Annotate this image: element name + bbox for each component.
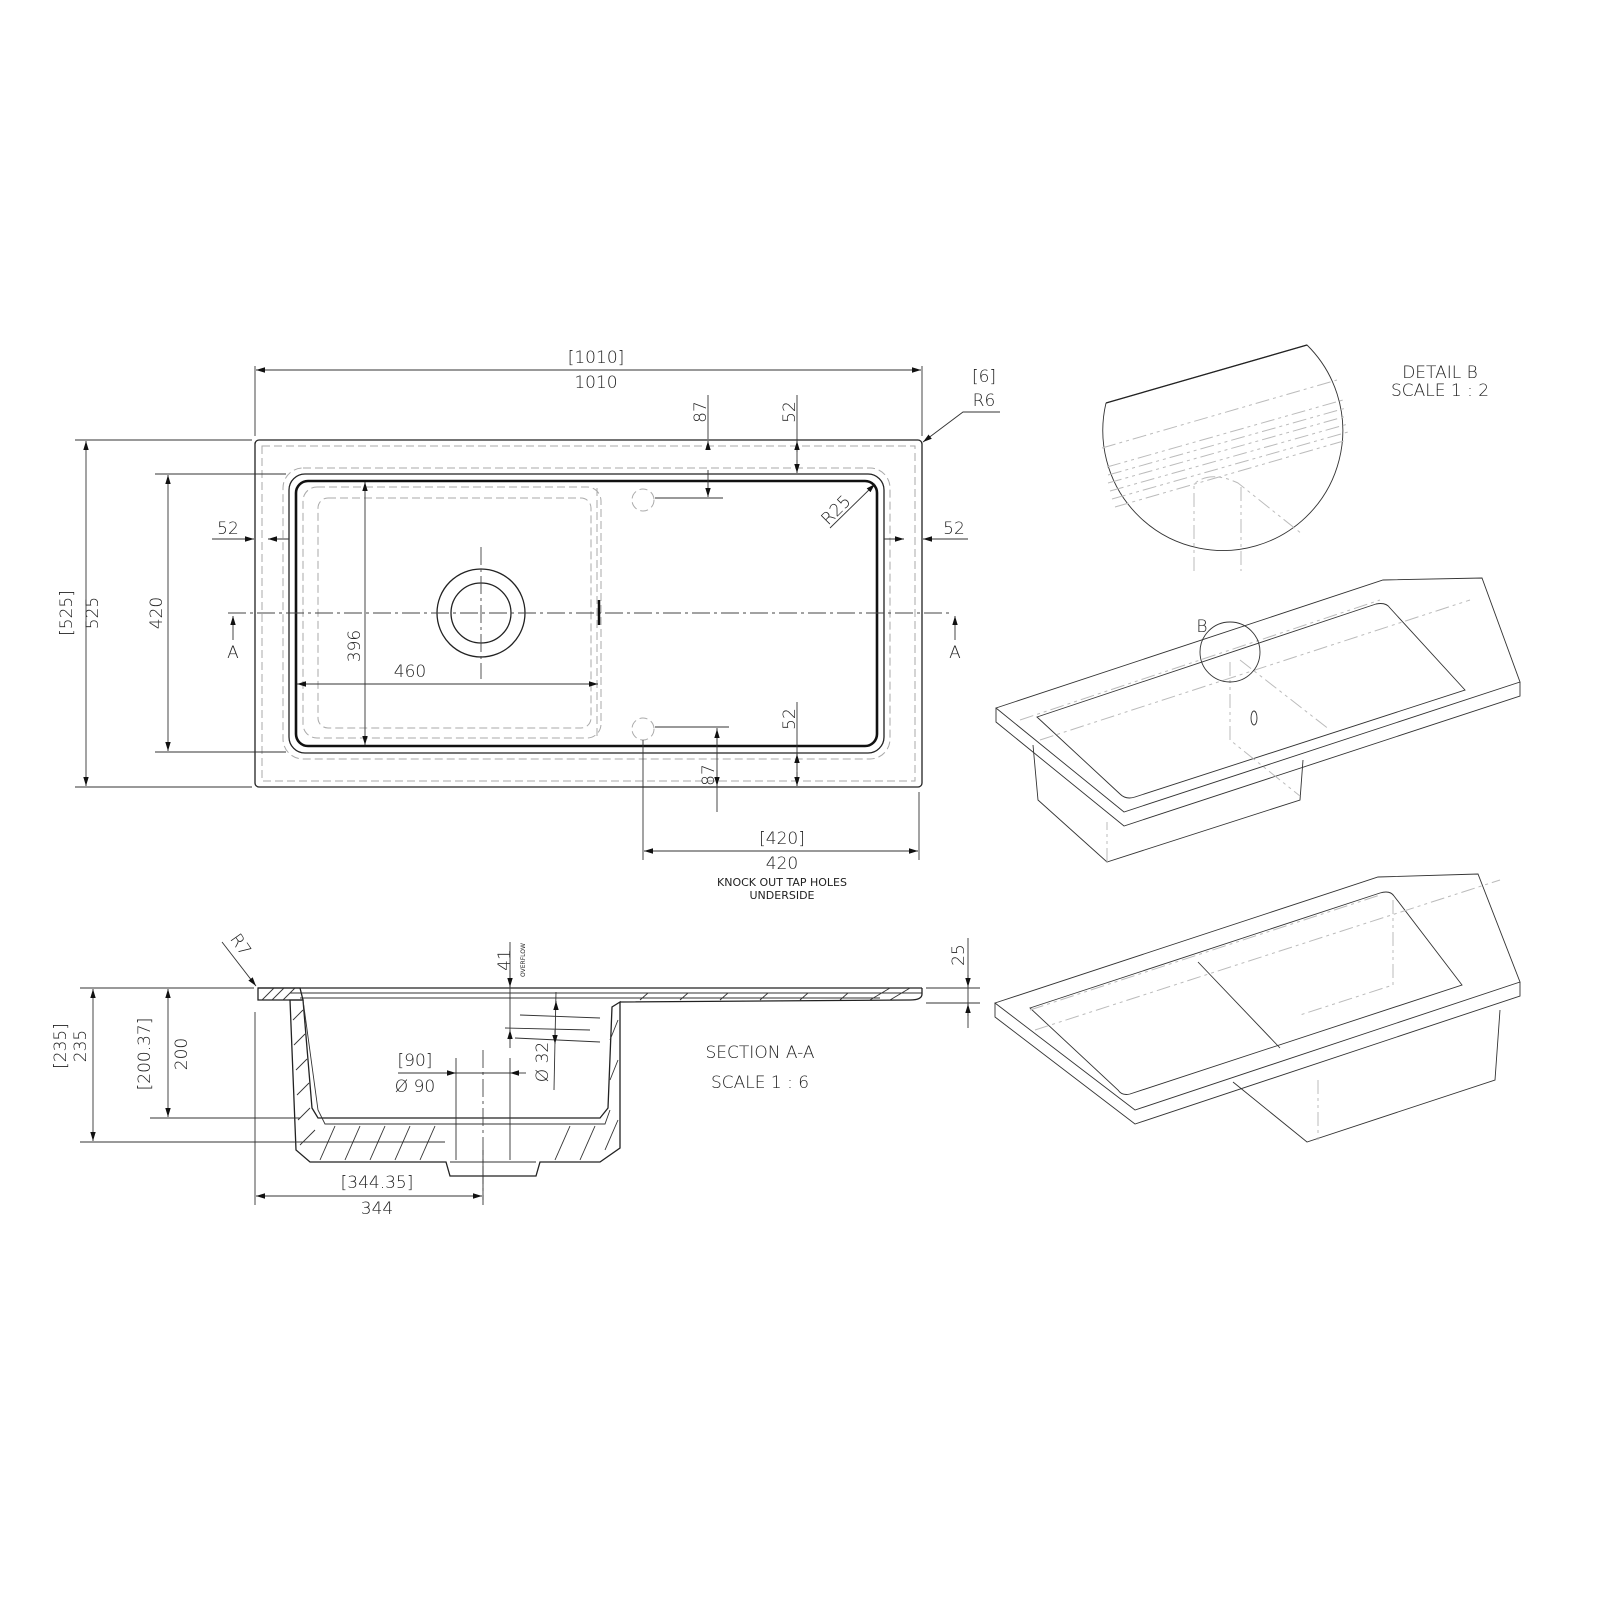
bowl-outer-depth: 420	[147, 597, 167, 629]
waste-diameter: Ø 90	[395, 1077, 435, 1097]
right-margin: 52	[943, 519, 965, 539]
edge-radius: R7	[225, 930, 254, 960]
drain-offset: 344	[361, 1199, 393, 1219]
overall-width-ref: [1010]	[568, 348, 625, 368]
taphole-note-line1: KNOCK OUT TAP HOLES	[717, 876, 847, 889]
left-margin: 52	[217, 519, 239, 539]
total-height-ref: [235]	[51, 1023, 71, 1069]
taphole-bottom	[631, 717, 655, 741]
detail-title: DETAIL B	[1402, 363, 1478, 383]
detail-scale: SCALE 1 : 2	[1391, 381, 1489, 401]
overall-width: 1010	[574, 373, 617, 393]
overflow-label: OVERFLOW	[520, 943, 527, 977]
taphole-top	[631, 488, 655, 512]
isometric-view-top: B	[995, 577, 1521, 863]
top-edge-to-bowl: 52	[780, 401, 800, 423]
section-marker-right: A	[949, 643, 961, 663]
bottom-edge-to-taphole: 87	[699, 764, 719, 786]
section-scale: SCALE 1 : 6	[711, 1073, 809, 1093]
isometric-view-bottom	[994, 873, 1521, 1143]
taphole-spacing: 420	[766, 854, 798, 874]
bowl-width: 460	[394, 662, 426, 682]
bottom-edge-to-bowl: 52	[780, 708, 800, 730]
deck-outline	[254, 439, 923, 788]
deck-thickness: 25	[949, 944, 969, 966]
taphole-note-line2: UNDERSIDE	[750, 889, 815, 902]
taphole-spacing-ref: [420]	[759, 829, 805, 849]
bowl-height-ref: [200.37]	[135, 1018, 155, 1091]
recess-outline	[288, 473, 885, 754]
section-a-a: R7 41 OVERFLOW [235] 235 [200.37] 200 [9…	[51, 930, 980, 1219]
top-edge-to-taphole: 87	[691, 401, 711, 423]
section-marker-left: A	[227, 643, 239, 663]
overall-depth-ref: [525]	[57, 590, 77, 636]
section-title: SECTION A-A	[706, 1043, 815, 1063]
overflow-diameter: Ø 32	[533, 1042, 553, 1082]
top-view: [1010] 1010 [6] R6 [525] 525 420 396 460…	[57, 348, 1000, 902]
waste-diameter-ref: [90]	[398, 1051, 433, 1071]
detail-b-callout-circle	[1199, 621, 1261, 683]
total-height: 235	[71, 1030, 91, 1062]
drain-offset-ref: [344.35]	[341, 1173, 414, 1193]
overall-depth: 525	[83, 597, 103, 629]
detail-b: DETAIL B SCALE 1 : 2	[1101, 344, 1489, 571]
drainer-radius: R25	[818, 492, 856, 530]
bowl-inner-depth: 396	[345, 630, 365, 662]
overflow-dim: 41	[495, 949, 515, 971]
detail-callout-b: B	[1196, 617, 1207, 637]
corner-radius-ref: [6]	[972, 367, 996, 387]
bowl-height: 200	[172, 1038, 192, 1070]
bowl-section	[289, 999, 621, 1177]
corner-radius: R6	[973, 391, 996, 411]
